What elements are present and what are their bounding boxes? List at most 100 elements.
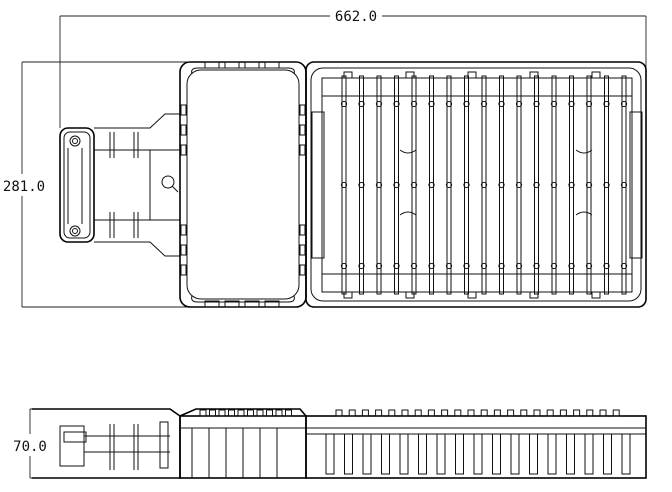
side-driver-tab <box>209 409 216 417</box>
fin-rivet <box>393 262 400 270</box>
heatsink-fin <box>534 75 539 295</box>
fin-rivet <box>445 100 453 108</box>
side-driver-tab <box>218 409 226 417</box>
side-driver-tab <box>199 409 207 417</box>
side-heatsink-tab <box>454 409 462 417</box>
heatsink-fin <box>446 75 452 295</box>
driver-side-tab <box>180 124 187 136</box>
fin-rivet <box>533 100 540 108</box>
driver-side-tab <box>299 244 306 256</box>
side-heatsink-tab <box>480 409 488 417</box>
driver-tab <box>224 300 240 308</box>
side-heatsink-fins <box>325 409 631 475</box>
rim-notch <box>405 291 415 299</box>
fin-rivet <box>515 262 523 270</box>
fin-rivet <box>358 262 365 270</box>
fin-rivet <box>340 181 348 189</box>
driver-housing <box>179 61 307 308</box>
rim-notch <box>467 71 477 79</box>
fin-rivet <box>550 181 558 189</box>
fin-rivet <box>410 181 418 189</box>
side-heatsink-fin <box>344 433 353 475</box>
top-view <box>59 61 647 308</box>
fin-rivet <box>498 262 505 270</box>
fin-rivet <box>358 181 365 189</box>
fin-rivet <box>480 100 488 108</box>
dimension-width-label: 281.0 <box>3 179 45 195</box>
heatsink-fin <box>516 75 522 295</box>
fin-rivet <box>375 181 383 189</box>
side-heatsink <box>305 409 647 479</box>
dimension-length: 662.0 <box>59 9 647 128</box>
fin-rivet <box>480 262 488 270</box>
driver-side-tab <box>299 224 306 236</box>
driver-side-tab <box>180 244 187 256</box>
fin-rivet <box>463 262 470 270</box>
fin-rivet <box>393 100 400 108</box>
side-heatsink-fin <box>529 433 538 475</box>
side-heatsink-fin <box>566 433 575 475</box>
fin-rivet <box>393 181 400 189</box>
rim-notch <box>591 291 601 299</box>
side-driver-tab <box>266 409 273 417</box>
side-heatsink-tab <box>361 409 369 417</box>
side-heatsink-tab <box>493 409 501 417</box>
driver-tab <box>264 300 280 308</box>
side-heatsink-fin <box>381 433 390 475</box>
side-heatsink-fin <box>584 433 594 475</box>
side-heatsink-tab <box>375 409 383 417</box>
driver-side-tab <box>180 264 187 276</box>
heatsink-fin <box>586 75 592 295</box>
fin-rivet <box>445 181 453 189</box>
driver-tab <box>204 61 220 69</box>
rim-notch <box>591 71 601 79</box>
side-heatsink-tab <box>599 409 607 417</box>
rim-notch <box>343 291 353 299</box>
fin-rivet <box>428 262 435 270</box>
heatsink-fin <box>499 75 504 295</box>
side-mount-arm <box>32 408 181 479</box>
side-driver-tab <box>228 409 235 417</box>
fin-rivet <box>620 181 628 189</box>
fin-rivet <box>568 100 575 108</box>
side-heatsink-tab <box>427 409 435 417</box>
side-driver-tab <box>285 409 292 417</box>
side-driver-fins <box>191 409 292 478</box>
heatsink-fin <box>621 75 627 295</box>
side-driver-tab <box>237 409 245 417</box>
side-heatsink-tab <box>546 409 554 417</box>
heatsink-fin <box>464 75 469 295</box>
heatsink-fin <box>376 75 382 295</box>
dimension-length-label: 662.0 <box>335 9 377 25</box>
driver-tab <box>244 300 260 308</box>
driver-side-tab <box>180 104 187 116</box>
fin-rivet <box>445 262 453 270</box>
side-heatsink-tab <box>507 409 515 417</box>
fin-rivet <box>568 262 575 270</box>
fin-rivet <box>603 100 610 108</box>
side-heatsink-fin <box>603 433 612 475</box>
side-heatsink-tab <box>559 409 567 417</box>
led-heatsink <box>305 61 647 308</box>
side-heatsink-fin <box>325 433 335 475</box>
heatsink-fin <box>604 75 609 295</box>
side-heatsink-tab <box>612 409 620 417</box>
side-heatsink-tab <box>348 409 356 417</box>
fin-rivet <box>515 100 523 108</box>
fin-rivet <box>358 100 365 108</box>
side-heatsink-fin <box>436 433 446 475</box>
fin-rivet <box>428 181 435 189</box>
side-heatsink-fin <box>399 433 409 475</box>
fin-rivet <box>550 100 558 108</box>
heatsink-fin <box>551 75 557 295</box>
fin-rivet <box>410 262 418 270</box>
heatsink-fin <box>569 75 574 295</box>
heatsink-fin <box>481 75 487 295</box>
heatsink-fin <box>429 75 434 295</box>
fin-rivet <box>620 100 628 108</box>
fin-rivet <box>603 181 610 189</box>
driver-side-tab <box>299 264 306 276</box>
side-heatsink-fin <box>492 433 501 475</box>
side-heatsink-tab <box>573 409 581 417</box>
fin-rivet <box>463 181 470 189</box>
